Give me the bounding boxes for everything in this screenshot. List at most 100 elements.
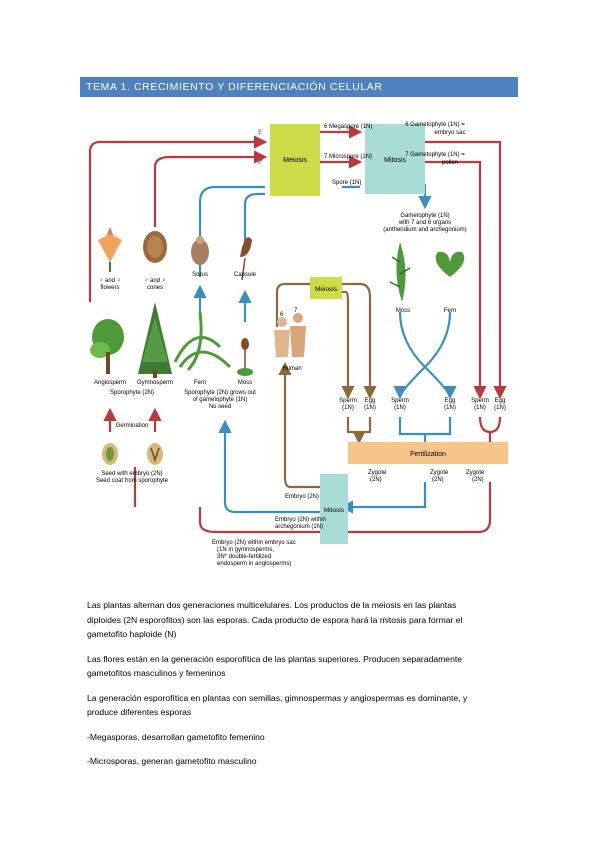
embryo-sac-sub2: 3N* double-fertilized [217,554,271,560]
meiosis-label-human: Meiosis [315,286,338,293]
meiosis-label: Meiosis [283,157,307,164]
p1-line2: diploides (2N esporofitos) son las espor… [87,614,463,625]
seed-label: Seed with embryo (2N) [101,471,162,477]
embryo-sac-sub1: (1N in gymnosperms, [217,547,274,553]
fern-label: Fern [194,380,206,386]
mitosis-label-bottom: Mitosis [324,507,345,514]
fern-gametophyte-label: Fern [444,308,456,314]
sorus-label: Sorus [192,272,208,278]
life-cycle-figure: Meiosis Mitosis Meiosis Fertilization Mi… [80,112,520,572]
gametophyte-moss-sub1: with 7 and 6 organs [398,220,451,226]
section-header: TEMA 1. CRECIMIENTO Y DIFERENCIACIÓN CEL… [80,77,518,97]
mitosis-label-top: Mitosis [384,157,406,164]
paragraph-2: Las flores están en la generación esporo… [87,652,507,681]
egg-human-n: (1N) [364,405,376,411]
flowers-sub: flowers [100,285,119,291]
embryo-sac-label: Embryo (2N) within embryo sac [212,540,296,546]
mitosis-box-top [365,124,425,194]
cones-label: ♂ and ♀ [144,278,166,284]
embryo-archegonium-label: Embryo (2N) within [275,517,326,523]
paragraph-4: -Megasporas, desarrollan gametofito feme… [87,730,507,745]
sperm-moss-n: (1N) [394,405,406,411]
animal-arrows [275,282,377,489]
cones-sub: cones [147,285,163,291]
male-symbol: ♂ [256,157,264,168]
angiosperm-illustration [90,319,124,374]
p2-line1: Las flores están en la generación esporo… [87,653,463,664]
moss-sporophyte-illustration [237,338,253,376]
gametophyte-female-sub: embryo sac [434,130,465,136]
body-text: Las plantas alternan dos generaciones mu… [87,598,507,779]
fern-sporophyte-label: Sporophyte (2N) grows out [184,390,256,396]
female-symbol: ♀ [256,127,264,138]
gametophyte-female-label: 6 Gametophyte (1N) = [405,122,465,128]
life-cycle-diagram: Meiosis Mitosis Meiosis Fertilization Mi… [88,122,508,567]
sperm-seed-n: (1N) [474,405,486,411]
sorus-illustration [191,236,209,265]
zygote-seed: Zygote [466,470,485,476]
human-7-label: 7 [294,308,298,314]
gametophyte-male-sub: pollen [442,160,458,166]
sporophyte-label: Sporophyte (2N) [110,390,154,396]
paragraph-3: La generación esporofítica en plantas co… [87,691,507,720]
egg-seed-n: (1N) [494,405,506,411]
p1-line3: gametofito haploide (N) [87,629,177,639]
flower-illustration [98,227,122,272]
mitosis-box-bottom [320,474,348,544]
gymnosperm-label: Gymnosperm [137,380,173,386]
p3-line1: La generación esporofítica en plantas co… [87,692,468,703]
paragraph-5: -Microsporas, generan gametofito masculi… [87,754,507,769]
p1-line1: Las plantas alternan dos generaciones mu… [87,600,457,610]
germination-label: Germination [116,423,149,429]
egg-seed: Egg [495,398,506,404]
paragraph-1: Las plantas alternan dos generaciones mu… [87,598,507,642]
human-label: Human [282,366,301,372]
zygote-seed-n: (2N) [472,477,484,483]
capsule-illustration [240,237,252,281]
seed-sub: Seed coat from sporophyte [96,478,169,484]
p2-line2: gametofitos masculinos y femeninos [87,668,226,678]
megaspore-label: 6 Megaspore (1N) [324,124,372,130]
embryo-human-label: Embryo (2N) [285,494,319,500]
sperm-seed: Sperm [471,398,489,404]
cone-illustration [143,231,167,263]
moss-gametophyte-label: Moss [396,308,410,314]
moss-gametophyte-illustration [389,242,411,302]
fertilization-box [348,442,508,464]
fern-gametophyte-illustration [435,251,465,277]
capsule-label: Capsule [234,272,257,278]
sperm-human: Sperm [339,398,357,404]
fertilization-label: Fertilization [410,451,446,458]
egg-moss-n: (1N) [444,405,456,411]
meiosis-box [270,124,320,196]
fern-sporophyte-sub2: No seed [209,404,231,410]
zygote-moss-n: (2N) [432,477,444,483]
human-6-label: 6 [280,312,284,318]
moss-label: Moss [238,380,252,386]
seedless-plant-arrows [193,184,457,514]
p4-line: -Megasporas, desarrollan gametofito feme… [87,731,265,742]
sperm-human-n: (1N) [342,405,354,411]
embryo-sac-sub3: endosperm in angiosperms) [217,561,291,567]
spore-label: Spore (1N) [332,180,361,186]
gametophyte-moss-label: Gametophyte (1N) [400,213,449,219]
section-title: TEMA 1. CRECIMIENTO Y DIFERENCIACIÓN CEL… [86,81,383,93]
microspore-label: 7 Microspore (1N) [324,154,372,160]
p3-line2: produce diferentes esporas [87,707,192,717]
egg-human: Egg [365,398,376,404]
gametophyte-male-label: 7 Gametophyte (1N) = [405,152,465,158]
sperm-moss: Sperm [391,398,409,404]
meiosis-box-human [310,277,342,299]
fern-illustration [173,311,232,372]
gametophyte-moss-sub2: (antheridium and archegonium) [383,227,466,233]
fern-sporophyte-sub1: of gametophyte (1N) [193,397,248,403]
egg-moss: Egg [445,398,456,404]
flowers-label: ♂ and ♀ [99,278,121,284]
zygote-human: Zygote [368,470,387,476]
zygote-human-n: (2N) [370,477,382,483]
gamete-labels: Sperm (1N) Egg (1N) Sperm (1N) Egg (1N) … [339,398,506,411]
p5-line: -Microsporas, generan gametofito masculi… [87,756,257,766]
human-illustration [274,313,306,357]
seed-illustrations [102,443,163,465]
embryo-archegonium-sub: archegonium (1N) [275,524,323,530]
